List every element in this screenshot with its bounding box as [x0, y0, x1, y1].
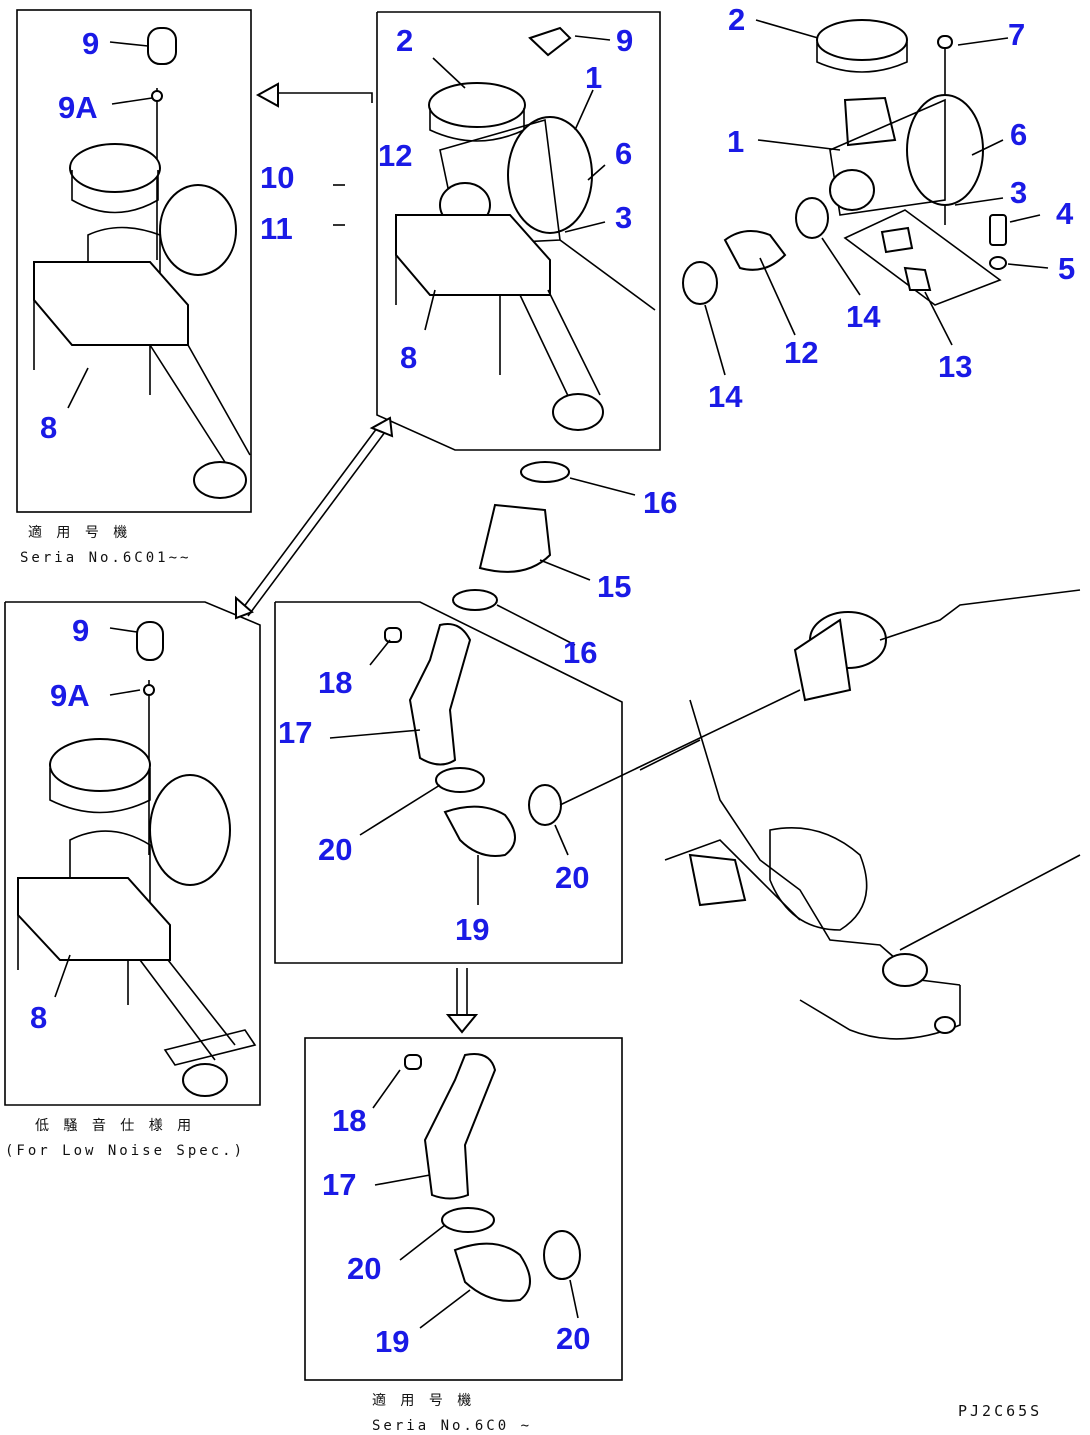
callout-tc-6: 6	[615, 136, 632, 171]
callout-tr-4: 4	[1056, 196, 1074, 231]
frame-mid-center	[274, 601, 623, 964]
callout-mc-18: 18	[318, 665, 352, 700]
engine-outline	[639, 589, 1081, 1040]
assembly-mid-hoses	[384, 623, 801, 857]
callout-tc-12: 12	[378, 138, 412, 173]
callout-tr-3: 3	[1010, 175, 1027, 210]
callout-mid-16b: 16	[563, 635, 597, 670]
caption-bottom-en: Seria No.6C0 ~	[372, 1418, 532, 1434]
arrows	[235, 82, 479, 1034]
assembly-top-center	[395, 26, 656, 431]
assembly-top-right	[682, 19, 1007, 306]
callout-tl-8: 8	[40, 410, 57, 445]
leader-lines	[54, 19, 1049, 1329]
callout-tr-5: 5	[1058, 251, 1075, 286]
assembly-mid-left	[17, 621, 257, 1097]
frame-top-left	[16, 9, 252, 513]
callouts: 9 9A 8 2 9 1 12 6 10 11 3 8 2 7 1 6 3 4 …	[30, 2, 1075, 1359]
callout-tl-9a: 9A	[58, 90, 98, 125]
drawing-code: PJ2C65S	[958, 1402, 1042, 1420]
callout-bc-17: 17	[322, 1167, 356, 1202]
frame-mid-left	[4, 601, 261, 1106]
caption-top-left-jp: 適 用 号 機	[28, 524, 130, 541]
callout-ml-8: 8	[30, 1000, 47, 1035]
callout-tc-9: 9	[616, 23, 633, 58]
arrow-to-top-left	[278, 92, 373, 103]
callout-tr-14a: 14	[708, 379, 743, 414]
double-arrow-diagonal	[235, 416, 394, 620]
assembly-top-left	[33, 27, 251, 499]
callout-tr-13: 13	[938, 349, 972, 384]
callout-mc-19: 19	[455, 912, 489, 947]
callout-tr-6: 6	[1010, 117, 1027, 152]
callout-tc-10: 10	[260, 160, 294, 195]
arrow-head-left	[255, 82, 279, 108]
assembly-middle-coupling	[452, 461, 570, 611]
callout-bc-19: 19	[375, 1324, 409, 1359]
callout-tr-2: 2	[728, 2, 745, 37]
caption-mid-left-en: (For Low Noise Spec.)	[5, 1143, 245, 1159]
callout-tr-1: 1	[727, 124, 744, 159]
callout-tc-2: 2	[396, 23, 413, 58]
callout-tc-3: 3	[615, 200, 632, 235]
callout-mid-15: 15	[597, 569, 631, 604]
arrow-down	[445, 968, 479, 1034]
callout-mc-20a: 20	[318, 832, 352, 867]
caption-bottom-jp: 適 用 号 機	[372, 1392, 474, 1409]
caption-mid-left-jp: 低 騒 音 仕 様 用	[35, 1117, 194, 1134]
callout-tc-8: 8	[400, 340, 417, 375]
callout-tr-7: 7	[1008, 17, 1025, 52]
frames	[4, 9, 661, 1381]
callout-bc-18: 18	[332, 1103, 366, 1138]
callout-bc-20a: 20	[347, 1251, 381, 1286]
callout-tl-9: 9	[82, 26, 99, 61]
callout-ml-9a: 9A	[50, 678, 90, 713]
callout-bc-20b: 20	[556, 1321, 590, 1356]
frame-bottom-center	[304, 1037, 623, 1381]
callout-mc-17: 17	[278, 715, 312, 750]
callout-ml-9: 9	[72, 613, 89, 648]
assembly-bottom-hoses	[404, 1053, 581, 1302]
callout-tc-1: 1	[585, 60, 602, 95]
caption-top-left-en: Seria No.6C01~~	[20, 550, 191, 566]
frame-top-center	[376, 11, 661, 451]
callout-tc-11: 11	[260, 211, 293, 246]
callout-mid-16a: 16	[643, 485, 677, 520]
captions: 適 用 号 機 Seria No.6C01~~ 低 騒 音 仕 様 用 (For…	[5, 524, 1042, 1434]
callout-mc-20b: 20	[555, 860, 589, 895]
callout-tr-14b: 14	[846, 299, 881, 334]
callout-tr-12: 12	[784, 335, 818, 370]
